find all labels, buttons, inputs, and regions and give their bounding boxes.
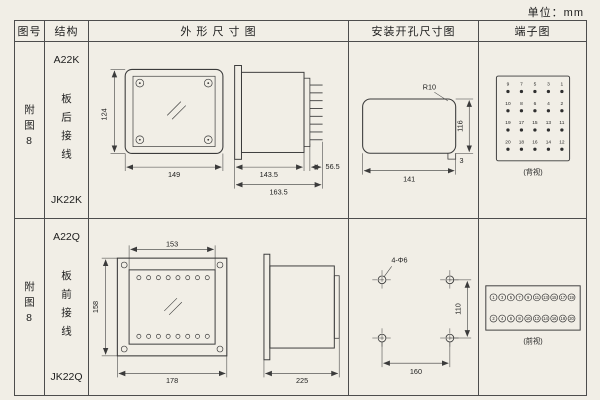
mounting-drawing-cell: R10 141 116 3 (348, 41, 479, 219)
terminal-number: 3 (547, 82, 550, 88)
terminal-number: 4 (547, 101, 550, 107)
dim-label-depth: 225 (295, 376, 307, 385)
unit-label: 单位：mm (527, 7, 584, 19)
header-outline-dims: 外 形 尺 寸 图 (88, 20, 349, 42)
dim-label-step: 3 (459, 156, 463, 165)
view-note: (前视) (523, 337, 542, 346)
terminal-number: 18 (518, 139, 524, 145)
terminal-number: 6 (533, 101, 536, 107)
dim-label-hole-spacing-v: 110 (453, 303, 462, 315)
table-row-jk22k: 附图8 A22K 板后接线 JK22K (14, 41, 587, 219)
header-row: 图号 结构 外 形 尺 寸 图 安装开孔尺寸图 端子图 (14, 20, 587, 42)
terminal-number: 13 (545, 120, 551, 126)
relay-code: JK22Q (50, 371, 83, 383)
mounting-drawing-cell: 4-Φ6 110 160 (348, 218, 479, 396)
terminal-number: 19 (569, 295, 574, 300)
structure-cell: A22Q 板前接线 JK22Q (44, 218, 89, 396)
terminal-number: 11 (534, 295, 539, 300)
dim-label-cutout-height: 116 (455, 120, 464, 132)
outline-drawing-cell: 153 158 178 (88, 218, 349, 396)
terminal-number: 16 (551, 316, 556, 321)
terminal-number: 20 (505, 139, 511, 145)
terminal-number: 17 (518, 120, 524, 126)
terminal-number: 8 (520, 101, 523, 107)
terminal-number: 5 (509, 295, 512, 300)
dim-label-holes: 4-Φ6 (391, 255, 407, 264)
terminal-number: 9 (506, 82, 509, 88)
mounting-drawing-jk22k: R10 141 116 3 (361, 82, 473, 183)
terminal-number: 1 (560, 82, 563, 88)
view-note: (背视) (523, 167, 542, 176)
header-terminal-diagram: 端子图 (478, 20, 587, 42)
dim-label-cutout-width: 141 (403, 174, 415, 183)
dim-label-stud: 56.5 (325, 162, 339, 171)
terminal-number: 19 (505, 120, 511, 126)
outline-drawing-jk22q: 153 158 178 (91, 239, 340, 385)
terminal-number: 8 (518, 316, 521, 321)
wiring-type: 板前接线 (60, 270, 72, 344)
terminal-number: 10 (525, 316, 530, 321)
terminal-drawing-cell: 1 3 5 7 9 11 13 15 17 19 2 4 6 8 10 12 1 (478, 218, 587, 396)
dim-label-hole-spacing-h: 160 (409, 367, 421, 376)
outline-drawing-cell: 124 149 (88, 41, 349, 219)
terminal-number: 15 (551, 295, 556, 300)
terminal-number: 1 (492, 295, 495, 300)
terminal-number: 4 (501, 316, 504, 321)
outline-drawing-jk22k: 124 149 (99, 65, 339, 197)
wiring-type: 板后接线 (60, 93, 72, 167)
figure-number-cell: 附图8 (14, 218, 45, 396)
figure-number: 附图8 (23, 280, 35, 329)
terminal-number: 13 (543, 295, 548, 300)
terminal-number: 18 (560, 316, 565, 321)
structure-cell: A22K 板后接线 JK22K (44, 41, 89, 219)
dim-label-depth1: 143.5 (259, 170, 277, 179)
terminal-number: 14 (545, 139, 551, 145)
terminal-number: 12 (534, 316, 539, 321)
terminal-number: 16 (532, 139, 538, 145)
dim-label-width: 149 (167, 170, 179, 179)
terminal-number: 15 (532, 120, 538, 126)
terminal-number: 14 (543, 316, 548, 321)
dim-label-corner-radius: R10 (422, 82, 435, 91)
terminal-number: 9 (527, 295, 530, 300)
header-mounting-dims: 安装开孔尺寸图 (348, 20, 479, 42)
dim-label-height: 158 (91, 301, 100, 313)
spec-table: 图号 结构 外 形 尺 寸 图 安装开孔尺寸图 端子图 附图8 A22K 板后接… (14, 20, 587, 396)
mounting-drawing-jk22q: 4-Φ6 110 160 (371, 255, 471, 376)
terminal-number: 12 (559, 139, 565, 145)
terminal-number: 7 (518, 295, 521, 300)
dim-label-height: 124 (99, 108, 108, 120)
terminal-diagram-jk22q: 1 3 5 7 9 11 13 15 17 19 2 4 6 8 10 12 1 (484, 285, 581, 346)
dim-label-flange-width: 178 (165, 376, 177, 385)
terminal-number: 2 (492, 316, 495, 321)
terminal-drawing-cell: 9 7 5 3 1 10 8 6 4 2 19 17 15 13 11 20 1 (478, 41, 587, 219)
terminal-number: 6 (509, 316, 512, 321)
header-structure: 结构 (44, 20, 89, 42)
model-code: A22K (53, 54, 80, 66)
header-fig-no: 图号 (14, 20, 45, 42)
figure-number-cell: 附图8 (14, 41, 45, 219)
terminal-diagram-jk22k: 9 7 5 3 1 10 8 6 4 2 19 17 15 13 11 20 1 (495, 75, 570, 176)
figure-number: 附图8 (23, 103, 35, 152)
dim-label-inner-width: 153 (165, 239, 177, 248)
terminal-number: 2 (560, 101, 563, 107)
terminal-number: 5 (533, 82, 536, 88)
terminal-number: 11 (559, 120, 564, 126)
table-row-jk22q: 附图8 A22Q 板前接线 JK22Q (14, 218, 587, 396)
terminal-number: 10 (505, 101, 511, 107)
model-code: A22Q (53, 231, 80, 243)
dim-label-depth2: 163.5 (269, 188, 287, 197)
terminal-number: 17 (560, 295, 565, 300)
terminal-number: 7 (520, 82, 523, 88)
relay-code: JK22K (51, 194, 82, 206)
terminal-number: 20 (569, 316, 574, 321)
terminal-number: 3 (501, 295, 504, 300)
